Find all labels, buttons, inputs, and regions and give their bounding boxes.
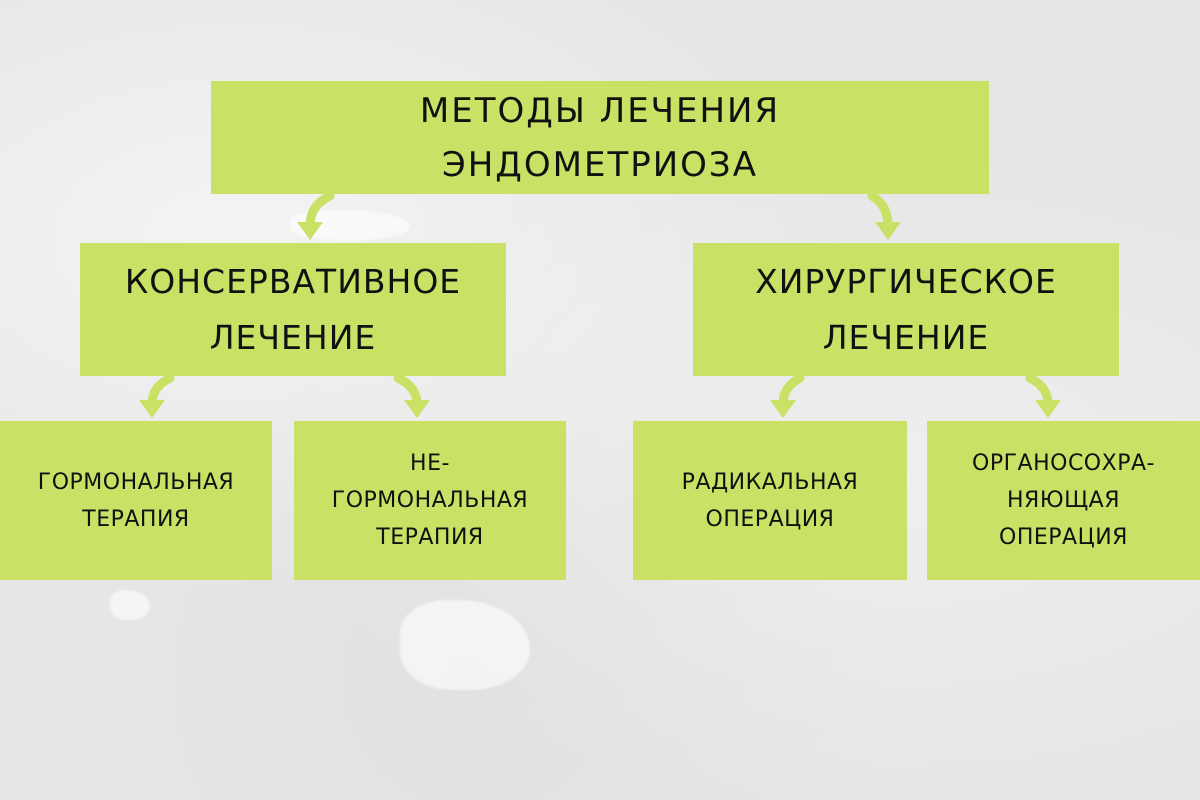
root-node-label: МЕТОДЫ ЛЕЧЕНИЯ ЭНДОМЕТРИОЗА [419,90,781,185]
leaf-node-hormonal: ГОРМОНАЛЬНАЯ ТЕРАПИЯ [0,421,272,580]
branch-node-surgical: ХИРУРГИЧЕСКОЕ ЛЕЧЕНИЕ [693,243,1119,376]
leaf-node-label: НЕ- ГОРМОНАЛЬНАЯ ТЕРАПИЯ [331,451,529,550]
leaf-node-organ-preserving: ОРГАНОСОХРА- НЯЮЩАЯ ОПЕРАЦИЯ [927,421,1200,580]
leaf-node-label: ГОРМОНАЛЬНАЯ ТЕРАПИЯ [37,469,235,532]
background-stain [290,210,410,240]
arrow-root-to-surgical [867,191,901,240]
leaf-node-nonhormonal: НЕ- ГОРМОНАЛЬНАЯ ТЕРАПИЯ [294,421,566,580]
background-stain [400,600,530,690]
root-node: МЕТОДЫ ЛЕЧЕНИЯ ЭНДОМЕТРИОЗА [211,81,989,194]
leaf-node-label: ОРГАНОСОХРА- НЯЮЩАЯ ОПЕРАЦИЯ [972,451,1155,550]
arrow-conservative-to-nonhormonal [393,373,430,418]
arrow-surgical-to-radical [770,373,805,418]
branch-node-conservative: КОНСЕРВАТИВНОЕ ЛЕЧЕНИЕ [80,243,506,376]
arrow-conservative-to-hormonal [139,373,175,418]
leaf-node-radical: РАДИКАЛЬНАЯ ОПЕРАЦИЯ [633,421,907,580]
branch-node-label: ХИРУРГИЧЕСКОЕ ЛЕЧЕНИЕ [755,261,1057,357]
background-stain [110,590,150,620]
leaf-node-label: РАДИКАЛЬНАЯ ОПЕРАЦИЯ [681,469,859,532]
branch-node-label: КОНСЕРВАТИВНОЕ ЛЕЧЕНИЕ [124,261,462,357]
arrow-surgical-to-preserving [1025,373,1061,418]
